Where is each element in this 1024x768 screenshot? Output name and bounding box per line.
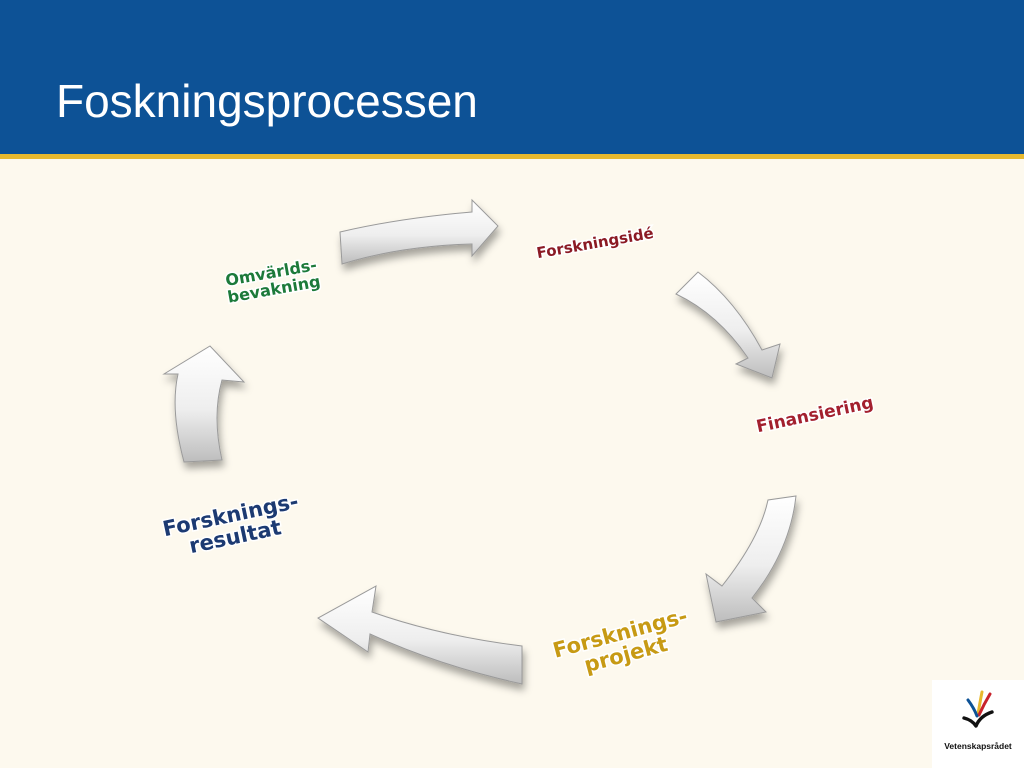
stage-label-forskningsprojekt: Forsknings-projekt bbox=[550, 604, 695, 684]
stage-label-line: Finansiering bbox=[755, 393, 876, 437]
logo-wordmark: Vetenskapsrådet bbox=[944, 741, 1012, 751]
vetenskapsradet-logo-icon bbox=[962, 690, 994, 728]
process-cycle-diagram: Forskningsidé Finansiering Forsknings-pr… bbox=[0, 160, 1024, 768]
arrow-to-forskningsresultat bbox=[317, 585, 523, 685]
arrow-to-forskningside bbox=[339, 198, 499, 265]
stage-label-finansiering: Finansiering bbox=[755, 393, 876, 437]
stage-label-omvarldsbevakning: Omvärlds-bevakning bbox=[223, 255, 322, 307]
header-accent-line bbox=[0, 154, 1024, 159]
vetenskapsradet-logo: Vetenskapsrådet bbox=[932, 680, 1024, 768]
slide-title: Foskningsprocessen bbox=[56, 75, 478, 127]
stage-label-line: Forskningsidé bbox=[535, 224, 655, 262]
arrow-to-forskningsprojekt bbox=[705, 495, 797, 623]
arrow-to-finansiering bbox=[675, 271, 781, 379]
slide-header bbox=[0, 0, 1024, 154]
stage-label-forskningside: Forskningsidé bbox=[535, 224, 655, 262]
stage-label-forskningsresultat: Forsknings-resultat bbox=[161, 489, 306, 563]
arrow-to-omvarldsbevakning bbox=[162, 345, 246, 463]
